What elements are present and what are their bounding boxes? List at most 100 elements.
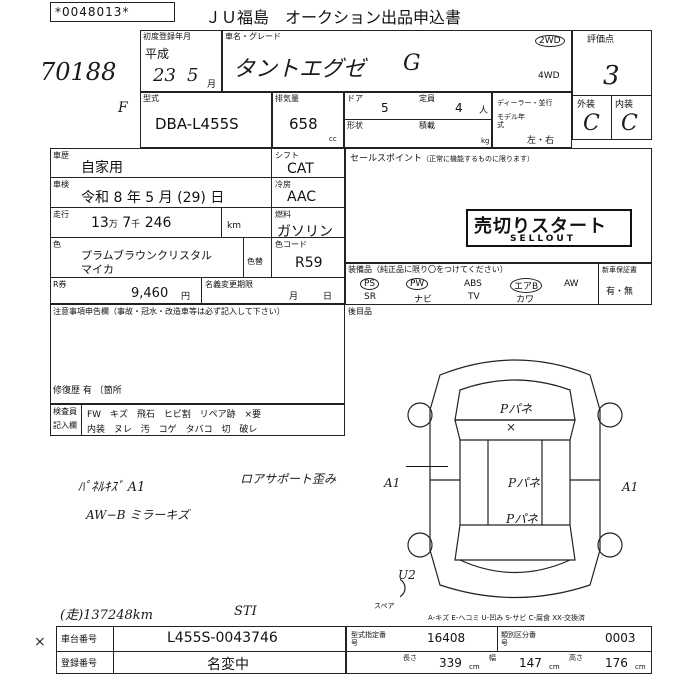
usage-label: 車歴 xyxy=(53,151,69,160)
mileage-label: 走行 xyxy=(53,210,69,219)
lot-digits: 70188 xyxy=(40,58,117,86)
hw-front-left: ﾊﾟﾈﾙｷｽﾞ A1 xyxy=(78,480,146,495)
row1-fw: FW xyxy=(87,410,102,420)
inspection-year-unit: 年 xyxy=(126,190,141,206)
mileage-unit: km xyxy=(227,221,241,231)
row2-stain: 汚 xyxy=(140,425,150,435)
equip-tv: TV xyxy=(468,292,480,302)
height-unit: cm xyxy=(635,663,646,671)
height-value: 176 xyxy=(605,656,628,670)
hw-panel-top: Pパネ xyxy=(500,402,533,416)
dealer-label: ディーラー・並行 xyxy=(497,99,553,107)
load-unit: kg xyxy=(481,137,490,145)
equip-airbag-circle: エアB xyxy=(510,278,543,293)
first-registration-label: 初度登録年月 xyxy=(143,32,191,41)
hw-panel-rear: Pパネ xyxy=(506,512,539,526)
interior-grade: C xyxy=(621,111,638,136)
mileage-man: 13 xyxy=(91,215,109,231)
repair-row: 修復歴 有 〔箇所 xyxy=(53,383,122,396)
inspection-day: (29) xyxy=(177,190,206,206)
load-label: 積載 xyxy=(419,121,435,130)
chassis-value: L455S-0043746 xyxy=(167,630,278,646)
row2-tobacco: タバコ xyxy=(185,425,213,435)
selling-point-hint: （正常に機能するものに限ります） xyxy=(422,155,535,163)
vehicle-grade: G xyxy=(403,51,421,76)
length-label: 長さ xyxy=(403,654,417,662)
first-registration-box: 初度登録年月 平成 23 5 月 xyxy=(140,30,222,92)
model-designation-value: 16408 xyxy=(427,631,466,645)
fuel-value: ガソリン xyxy=(277,224,333,240)
inspection-label: 車検 xyxy=(53,180,69,189)
damage-row2: 内装 ヌレ 汚 コゲ タバコ 切 破レ xyxy=(87,422,257,435)
notes-hint: （事故・冠水・改造車等は必ず記入して下さい） xyxy=(109,307,285,316)
row1-chip: 飛石 xyxy=(136,410,155,420)
color-change-label: 色替 xyxy=(247,257,263,266)
equip-airbag: エアB xyxy=(510,278,543,293)
serial-number: *0048013* xyxy=(55,5,130,19)
equip-navi: ナビ xyxy=(414,295,433,305)
registration-label: 登録番号 xyxy=(61,659,98,669)
first-registration-month-unit: 月 xyxy=(207,80,217,90)
hw-sti: STI xyxy=(234,604,257,619)
drive-2wd: 2WD xyxy=(535,35,565,47)
equip-ps-circle: PS xyxy=(360,278,380,290)
category-label: 類別区分番号 xyxy=(501,631,536,647)
recycle-label: R券 xyxy=(53,280,67,289)
displacement-label: 排気量 xyxy=(275,94,299,103)
spare-label: スペア xyxy=(374,602,395,610)
notes-label: 注意事項申告欄（事故・冠水・改造車等は必ず記入して下さい） xyxy=(53,307,285,316)
entry-label: 記入欄 xyxy=(53,421,77,430)
model-year-label: モデル年式 xyxy=(497,113,525,129)
shift-value: CAT xyxy=(287,161,314,177)
color-label: 色 xyxy=(53,240,61,249)
recycle-value: 9,460 xyxy=(131,286,169,301)
inspection-month: 5 xyxy=(145,190,155,206)
displacement-unit: cc xyxy=(329,135,337,143)
first-registration-month: 5 xyxy=(187,65,199,86)
equipment-hint: （純正品に限り〇をつけてください） xyxy=(372,265,508,274)
warranty-value: 有・無 xyxy=(606,287,634,297)
score-value: 3 xyxy=(603,61,620,91)
inspector-label: 検査員 xyxy=(53,407,77,416)
spec-box: 型式指定番号 16408 類別区分番号 0003 長さ 339 cm 幅 147… xyxy=(346,626,652,674)
hw-mirror: AW−B ミラーキズ xyxy=(86,508,190,522)
first-registration-year: 23 xyxy=(153,65,176,86)
width-unit: cm xyxy=(549,663,560,671)
row1-scratch: キズ xyxy=(109,410,128,420)
hw-panel-mid: Pパネ xyxy=(508,476,541,490)
exterior-label: 外装 xyxy=(577,100,596,110)
vehicle-name-box: 車名・グレード タントエグゼ G 2WD 4WD xyxy=(222,30,572,92)
notes-title: 注意事項申告欄 xyxy=(53,307,109,316)
equip-aw: AW xyxy=(564,279,579,289)
model-designation-label: 型式指定番号 xyxy=(351,631,386,647)
notes-box: 注意事項申告欄（事故・冠水・改造車等は必ず記入して下さい） 修復歴 有 〔箇所 xyxy=(50,304,345,404)
registration-value: 名変中 xyxy=(207,657,249,673)
inspection-month-unit: 月 xyxy=(158,190,173,206)
usage-value: 自家用 xyxy=(81,160,123,176)
model-box: 型式 DBA-L455S xyxy=(140,92,272,148)
drive-2wd-circle: 2WD xyxy=(535,35,565,47)
hw-u2: U2 xyxy=(398,568,416,582)
width-label: 幅 xyxy=(489,654,496,662)
rear-items-label: 後目品 xyxy=(348,307,372,316)
title-due-label: 名義変更期限 xyxy=(205,280,253,289)
capacity-unit: 人 xyxy=(479,106,489,116)
drive-4wd: 4WD xyxy=(538,71,560,81)
mileage-sen-unit: 千 xyxy=(131,220,141,230)
chassis-box: 車台番号 L455S-0043746 登録番号 名変中 xyxy=(56,626,346,674)
category-value: 0003 xyxy=(605,631,636,645)
first-registration-era: 平成 xyxy=(145,47,170,61)
row2-cut: 切 xyxy=(221,425,231,435)
recycle-unit: 円 xyxy=(181,292,191,302)
color-line2: マイカ xyxy=(81,263,114,276)
lot-suffix: F xyxy=(118,100,128,116)
title-due-day: 日 xyxy=(323,292,333,302)
length-unit: cm xyxy=(469,663,480,671)
hw-a1-left: A1 xyxy=(384,476,401,490)
equipment-label: 装備品（純正品に限り〇をつけてください） xyxy=(348,265,508,274)
ac-label: 冷房 xyxy=(275,180,291,189)
row2-burn: コゲ xyxy=(158,425,177,435)
inspection-year: 8 xyxy=(113,190,123,206)
row2-tear: 破レ xyxy=(239,425,258,435)
hw-bottom-x: × xyxy=(34,634,46,650)
